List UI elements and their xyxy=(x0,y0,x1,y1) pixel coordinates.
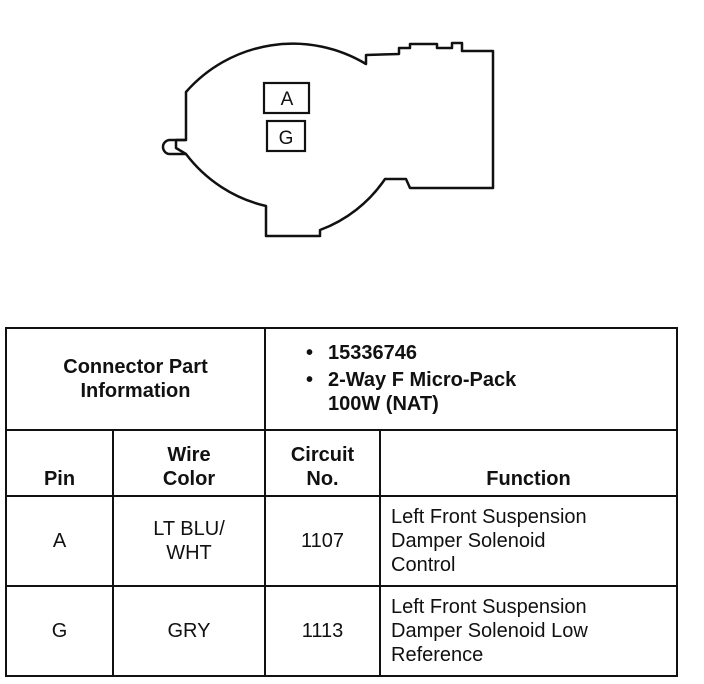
header-function: Function xyxy=(378,429,679,497)
circuit-cell: 1113 xyxy=(264,585,381,677)
part-info-row: Connector Part Information • 15336746 • … xyxy=(5,327,679,431)
part-info-item: • 2-Way F Micro-Pack 100W (NAT) xyxy=(306,369,517,415)
header-circuit: Circuit No. xyxy=(264,429,381,497)
table-row: A LT BLU/ WHT 1107 Left Front Suspension… xyxy=(5,495,679,587)
header-pin: Pin xyxy=(5,429,114,497)
cavity-a-box xyxy=(262,81,311,115)
connector-info-table: Connector Part Information • 15336746 • … xyxy=(5,327,679,677)
function-cell: Left Front Suspension Damper Solenoid Co… xyxy=(378,495,679,587)
circuit-cell: 1107 xyxy=(264,495,381,587)
cavity-g-label: G xyxy=(279,128,294,149)
pin-cell: A xyxy=(5,495,114,587)
part-info-list: • 15336746 • 2-Way F Micro-Pack 100W (NA… xyxy=(263,327,679,431)
part-info-title: Connector Part Information xyxy=(5,327,266,431)
connector-housing-outline xyxy=(174,41,495,238)
connector-key-tab xyxy=(161,138,186,156)
pin-cell: G xyxy=(5,585,114,677)
wire-color-cell: GRY xyxy=(112,585,266,677)
part-info-item: • 15336746 xyxy=(306,342,417,364)
header-wire-color: Wire Color xyxy=(112,429,266,497)
column-header-row: Pin Wire Color Circuit No. Function xyxy=(5,429,679,497)
cavity-a-label: A xyxy=(281,89,294,110)
wire-color-cell: LT BLU/ WHT xyxy=(112,495,266,587)
cavity-g-box xyxy=(265,119,307,153)
function-cell: Left Front Suspension Damper Solenoid Lo… xyxy=(378,585,679,677)
connector-face-diagram: A G xyxy=(161,41,495,238)
table-row: G GRY 1113 Left Front Suspension Damper … xyxy=(5,585,679,677)
